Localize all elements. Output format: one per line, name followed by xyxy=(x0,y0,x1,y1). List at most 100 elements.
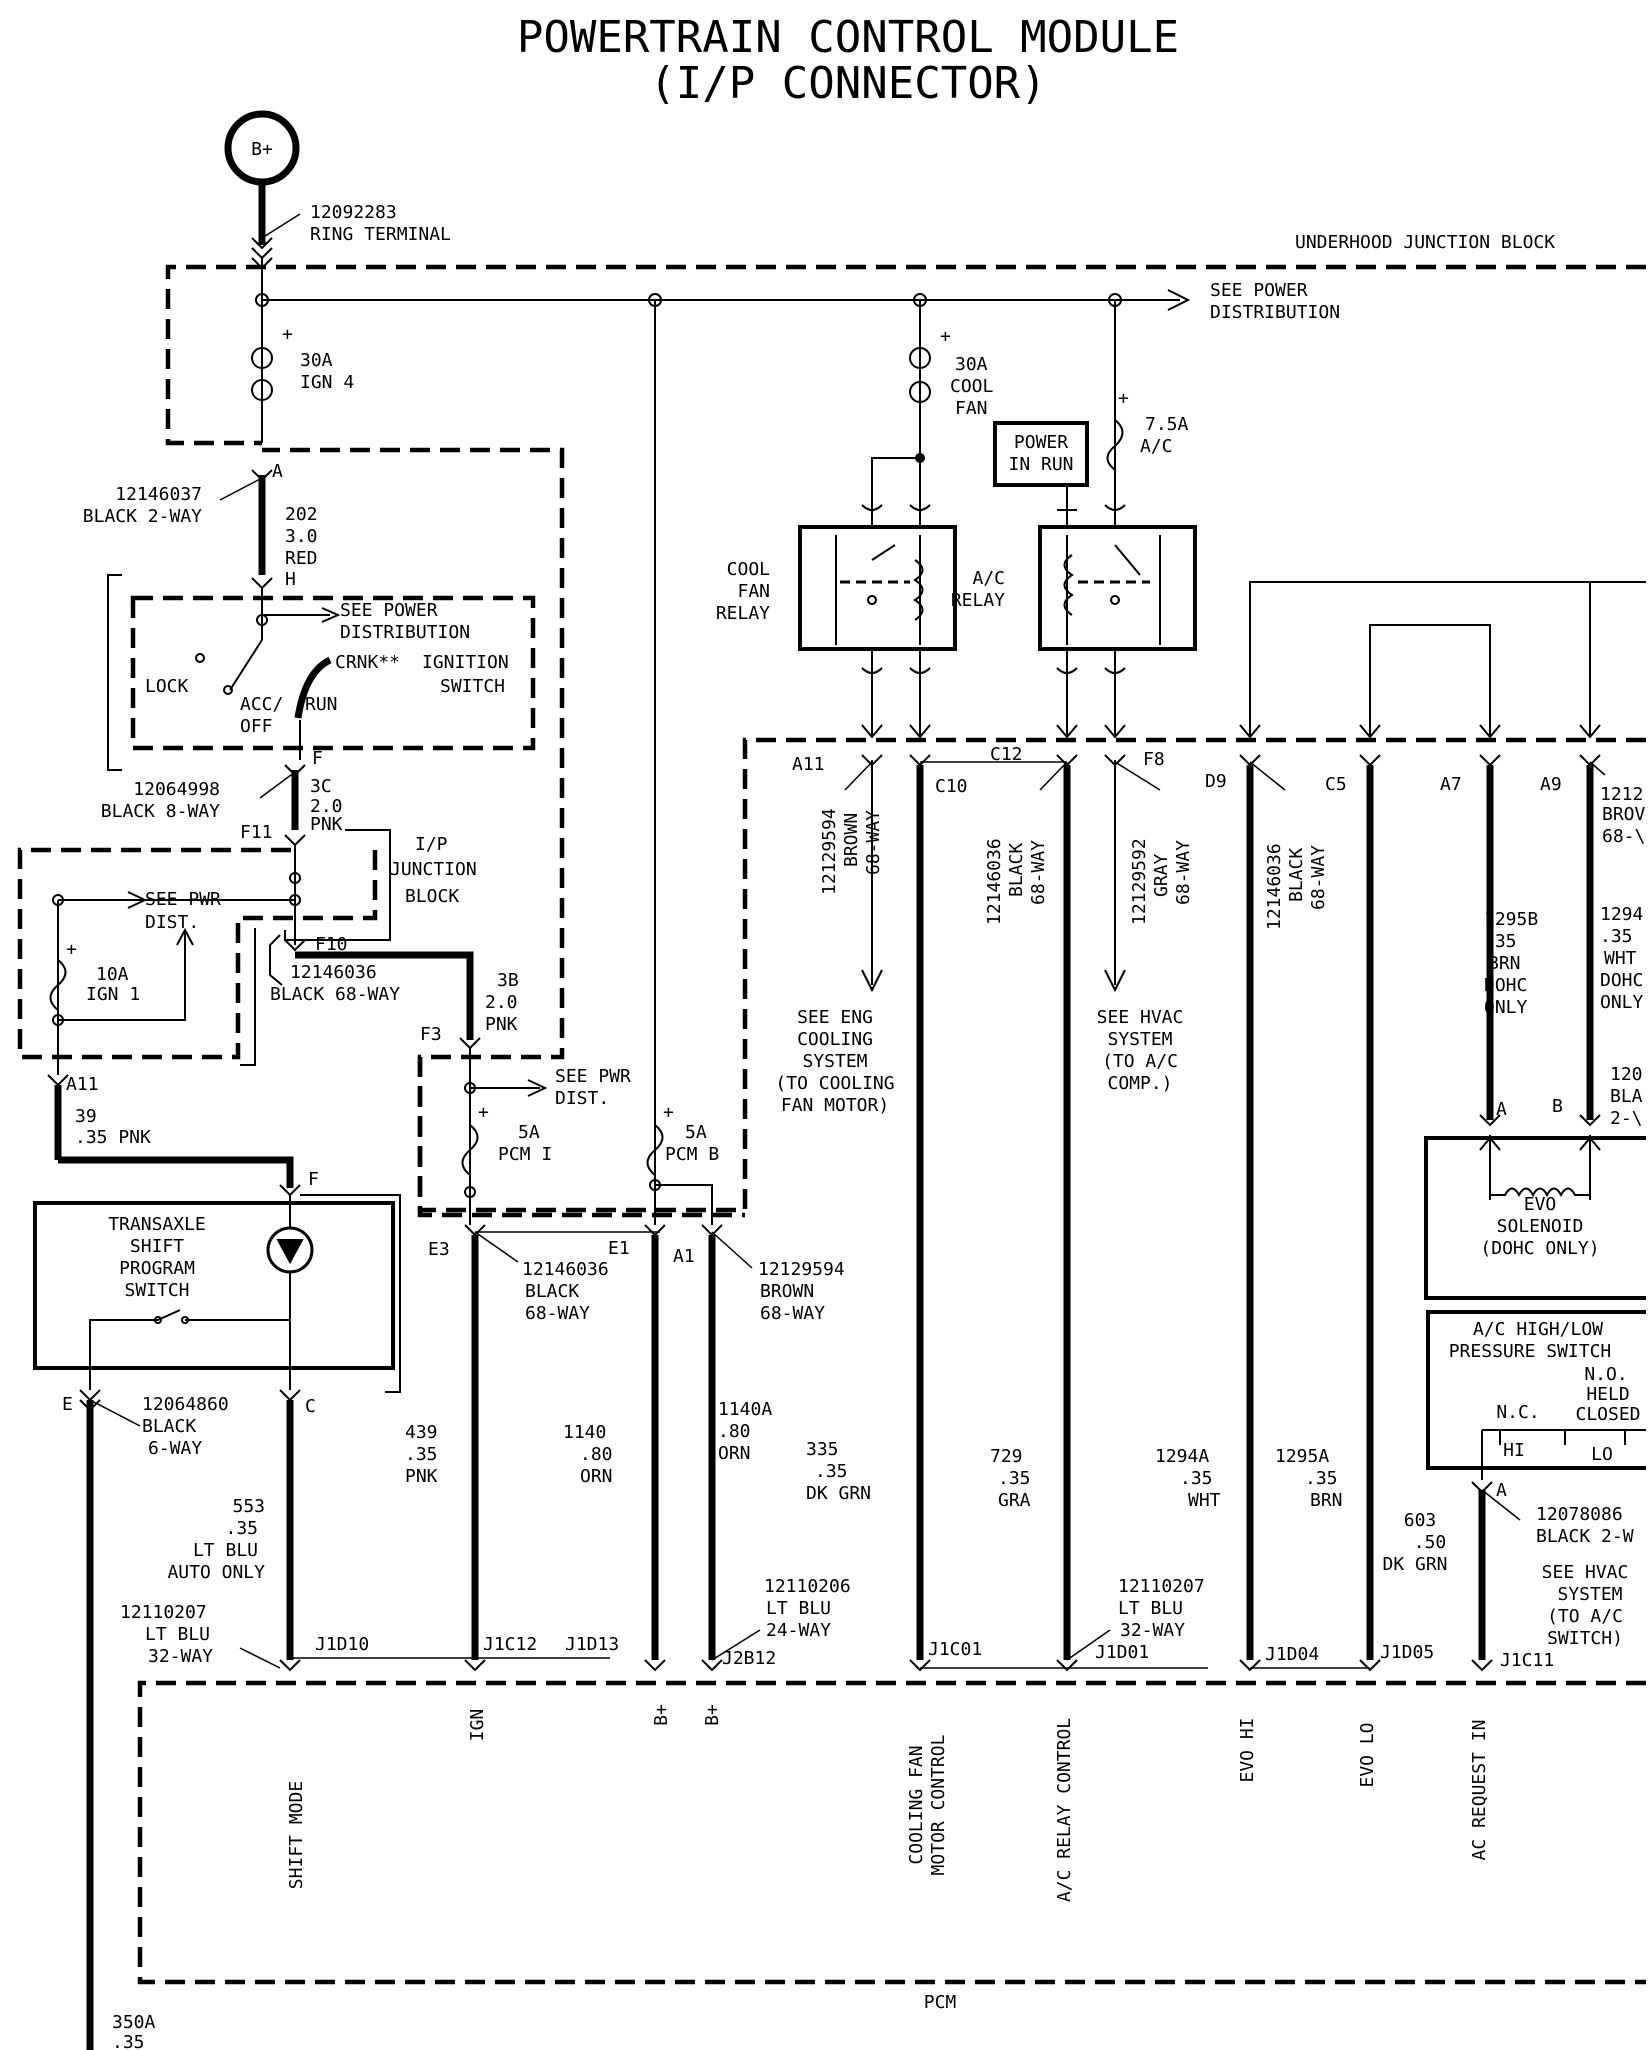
conn-12078086-num: 12078086 xyxy=(1536,1504,1623,1525)
wire-603-num: 603 xyxy=(1404,1510,1437,1531)
wire-1140a-size: .80 xyxy=(718,1421,751,1442)
svg-text:+: + xyxy=(478,1102,489,1123)
switch-off: OFF xyxy=(240,716,273,737)
conn-12064998-num: 12064998 xyxy=(133,779,220,800)
see-pwr-ip: SEE PWR xyxy=(145,889,221,910)
svg-text:+: + xyxy=(1118,388,1129,409)
wire-729-color: GRA xyxy=(998,1490,1031,1511)
pin-a-ac: A xyxy=(1496,1480,1507,1501)
wire-553-note: AUTO ONLY xyxy=(167,1562,265,1583)
ignition-switch-box xyxy=(130,595,536,751)
distribution-ign: DISTRIBUTION xyxy=(340,622,470,643)
conn-12146036-e3-desc: 68-WAY xyxy=(525,1303,590,1324)
switch-crnk: CRNK** xyxy=(335,652,400,673)
wire-1294-size: .35 xyxy=(1600,926,1633,947)
vconn-a11-color: BROWN xyxy=(841,813,862,867)
wire-1295a-size: .35 xyxy=(1305,1468,1338,1489)
cool-fan-relay-l2: FAN xyxy=(737,581,770,602)
pcm-pin-evo-lo: EVO LO xyxy=(1357,1722,1378,1787)
see-pwr-f3: SEE PWR xyxy=(555,1066,631,1087)
ring-terminal-label: RING TERMINAL xyxy=(310,224,451,245)
ps-nc: N.C. xyxy=(1496,1402,1539,1423)
vconn-f8-num: 12129592 xyxy=(1129,838,1150,925)
conn-12129594-a1-num: 12129594 xyxy=(758,1259,845,1280)
pcm-pin-ac-request: AC REQUEST IN xyxy=(1469,1720,1490,1861)
wire-553-num: 553 xyxy=(232,1496,265,1517)
vconn-c12-desc: 68-WAY xyxy=(1028,840,1049,905)
pin-f: F xyxy=(312,748,323,769)
ignition-label: IGNITION xyxy=(422,652,509,673)
wire-603-size: .50 xyxy=(1414,1532,1447,1553)
wire-1295b-only: ONLY xyxy=(1484,997,1528,1018)
wire-1295b-color: BRN xyxy=(1488,953,1521,974)
see-eng-l5: FAN MOTOR) xyxy=(781,1095,889,1116)
fuse-ign1-name: IGN 1 xyxy=(86,984,140,1005)
wire-1295a-num: 1295A xyxy=(1275,1446,1329,1467)
conn-12064860-l3: 6-WAY xyxy=(148,1438,202,1459)
fuse-ign4-name: IGN 4 xyxy=(300,372,354,393)
svg-text:+: + xyxy=(282,324,293,345)
fuse-pcm-b-amps: 5A xyxy=(685,1122,707,1143)
see-eng-l3: SYSTEM xyxy=(802,1051,867,1072)
wire-1294a-num: 1294A xyxy=(1155,1446,1209,1467)
power-in-run-box xyxy=(993,421,1089,487)
underhood-junction-block-label: UNDERHOOD JUNCTION BLOCK xyxy=(1295,232,1555,253)
svg-text:+: + xyxy=(940,326,951,347)
ip-junction-l1: I/P xyxy=(415,834,448,855)
pin-c10: C10 xyxy=(935,776,968,797)
ps-held: HELD xyxy=(1586,1384,1629,1405)
pin-e3: E3 xyxy=(428,1239,450,1260)
dist-f3: DIST. xyxy=(555,1088,609,1109)
see-eng-l2: COOLING xyxy=(797,1029,873,1050)
switch-acc: ACC/ xyxy=(240,694,283,715)
see-hvac-comp-l2: SYSTEM xyxy=(1107,1029,1172,1050)
see-hvac-comp-l3: (TO A/C xyxy=(1102,1051,1178,1072)
vconn-c12-num: 12146036 xyxy=(984,838,1005,925)
conn-bla-num: 120 xyxy=(1610,1064,1643,1085)
vconn-d9-desc: 68-WAY xyxy=(1308,845,1329,910)
conn-12110207-r-desc: 32-WAY xyxy=(1120,1620,1185,1641)
power-in-run-l1: POWER xyxy=(1014,432,1068,453)
pin-c12: C12 xyxy=(990,744,1023,765)
pin-f-tsps: F xyxy=(308,1169,319,1190)
see-eng-l4: (TO COOLING xyxy=(775,1073,894,1094)
pin-f8: F8 xyxy=(1143,749,1165,770)
wire-1140-num: 1140 xyxy=(563,1422,606,1443)
pin-a11-right: A11 xyxy=(792,754,825,775)
svg-text:+: + xyxy=(66,939,77,960)
wire-202-color: RED xyxy=(285,548,318,569)
wire-39-num: 39 xyxy=(75,1106,97,1127)
wire-1294-only: ONLY xyxy=(1600,992,1644,1013)
conn-12110207-l-desc: 32-WAY xyxy=(148,1646,213,1667)
conn-12110206-desc: 24-WAY xyxy=(766,1620,831,1641)
wire-335-color: DK GRN xyxy=(806,1483,871,1504)
pin-a1: A1 xyxy=(673,1246,695,1267)
switch-label: SWITCH xyxy=(440,676,505,697)
pcm-pin-ac-relay-control: A/C RELAY CONTROL xyxy=(1054,1718,1075,1902)
pin-a-evo: A xyxy=(1496,1099,1507,1120)
pcm-pin-evo-hi: EVO HI xyxy=(1237,1717,1258,1782)
pcm-pin-ign: IGN xyxy=(467,1709,488,1742)
fuse-pcm-b-name: PCM B xyxy=(665,1144,719,1165)
fuse-cool-name: COOL xyxy=(950,376,994,397)
conn-12078086-desc: BLACK 2-W xyxy=(1536,1526,1634,1547)
power-in-run-l2: IN RUN xyxy=(1008,454,1073,475)
fuse-cool-fan: + 30A COOL FAN xyxy=(909,326,994,419)
pin-f3: F3 xyxy=(420,1024,442,1045)
pin-f11: F11 xyxy=(240,822,273,843)
pin-c5: C5 xyxy=(1325,774,1347,795)
vconn-a9-num: 1212 xyxy=(1600,784,1643,805)
transaxle-shift-program-switch: TRANSAXLE SHIFT PROGRAM SWITCH xyxy=(33,1195,395,1390)
pin-f10: F10 xyxy=(315,934,348,955)
wire-202-size: 3.0 xyxy=(285,526,318,547)
wire-1140a-num: 1140A xyxy=(718,1399,772,1420)
wire-3b-color: PNK xyxy=(485,1014,518,1035)
conn-bla-desc: 2-\ xyxy=(1610,1108,1643,1129)
ps-no: N.O. xyxy=(1584,1364,1627,1385)
conn-12129594-a1-desc: 68-WAY xyxy=(760,1303,825,1324)
see-hvac-comp-l1: SEE HVAC xyxy=(1097,1007,1184,1028)
see-power-ign: SEE POWER xyxy=(340,600,438,621)
fuse-pcm-i-amps: 5A xyxy=(518,1122,540,1143)
conn-12146037-num: 12146037 xyxy=(115,484,202,505)
vconn-f8-color: GRAY xyxy=(1151,853,1172,897)
